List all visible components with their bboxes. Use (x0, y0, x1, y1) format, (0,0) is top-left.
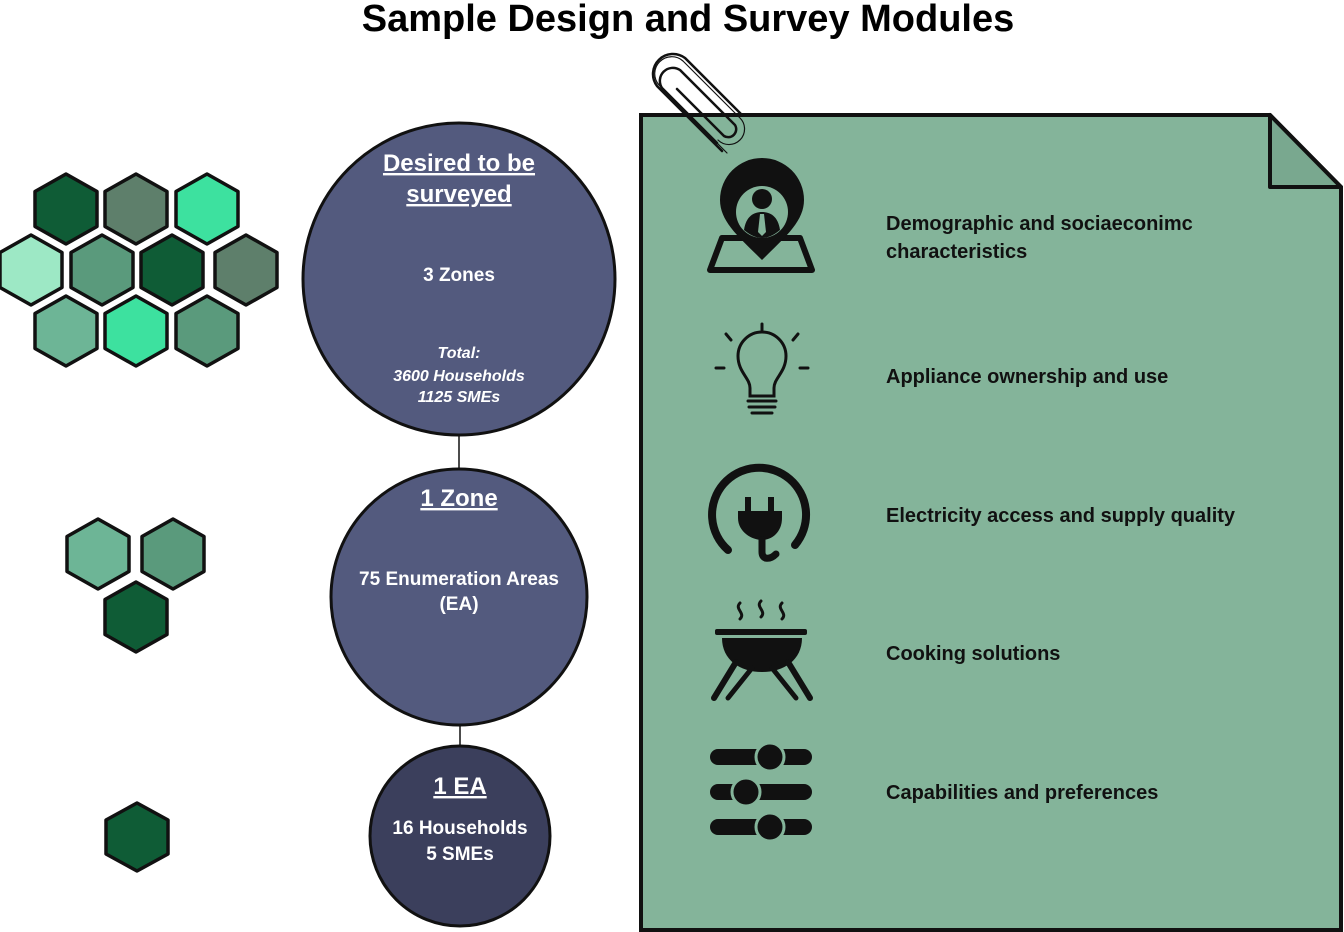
circle-heading-line2: surveyed (406, 181, 511, 208)
hexagon (103, 580, 169, 654)
total-smes: 1125 SMEs (418, 389, 501, 406)
circle-heading: 1 Zone (420, 485, 497, 512)
circle-body-line2: (EA) (439, 594, 478, 615)
power-plug-icon (708, 463, 811, 562)
circle-one-ea: 1 EA 16 Households 5 SMEs (368, 744, 552, 928)
module-label-demographic-line1: Demographic and sociaeconimc (886, 213, 1193, 235)
circle-body-line1: 75 Enumeration Areas (359, 569, 559, 590)
circle-desired-surveyed: Desired to be surveyed 3 Zones Total: 36… (301, 121, 617, 437)
circle-one-zone: 1 Zone 75 Enumeration Areas (EA) (329, 467, 589, 727)
hexagon (213, 233, 279, 307)
hexagon (174, 172, 240, 246)
total-households: 3600 Households (393, 368, 525, 385)
hexagon (103, 294, 169, 368)
circle-zones-count: 3 Zones (423, 265, 495, 286)
module-label-appliance: Appliance ownership and use (886, 366, 1168, 388)
total-label: Total: (438, 345, 481, 362)
grill-icon (711, 599, 813, 701)
sliders-icon (710, 741, 812, 843)
hexagon (140, 517, 206, 591)
survey-modules-panel (639, 113, 1343, 932)
module-label-demographic-line2: characteristics (886, 241, 1027, 263)
hexagon (103, 172, 169, 246)
hexagon (33, 294, 99, 368)
hexagon (104, 801, 170, 873)
page-title: Sample Design and Survey Modules (362, 0, 1015, 40)
panel-folded-corner (1268, 113, 1343, 189)
hexagon (65, 517, 131, 591)
paperclip-icon (651, 52, 746, 154)
module-label-capabilities: Capabilities and preferences (886, 782, 1158, 804)
circle-shape (301, 121, 617, 437)
hex-cluster-1-zone (65, 517, 206, 654)
hexagon (69, 233, 135, 307)
circle-body-line2: 5 SMEs (426, 844, 494, 865)
circle-body-line1: 16 Households (392, 818, 527, 839)
lightbulb-icon (714, 322, 810, 415)
user-location-icon (707, 158, 815, 273)
hexagon (33, 172, 99, 246)
circle-heading-line1: Desired to be (383, 150, 535, 177)
module-label-electricity: Electricity access and supply quality (886, 505, 1236, 527)
hex-cluster-1-ea (104, 801, 170, 873)
hexagon (174, 294, 240, 368)
circle-shape (368, 744, 552, 928)
hex-cluster-3-zones (0, 172, 279, 368)
module-label-cooking: Cooking solutions (886, 643, 1060, 665)
circle-heading: 1 EA (433, 773, 486, 800)
panel-shape (639, 113, 1343, 932)
hexagon (139, 233, 205, 307)
hexagon (0, 233, 64, 307)
circle-shape (329, 467, 589, 727)
